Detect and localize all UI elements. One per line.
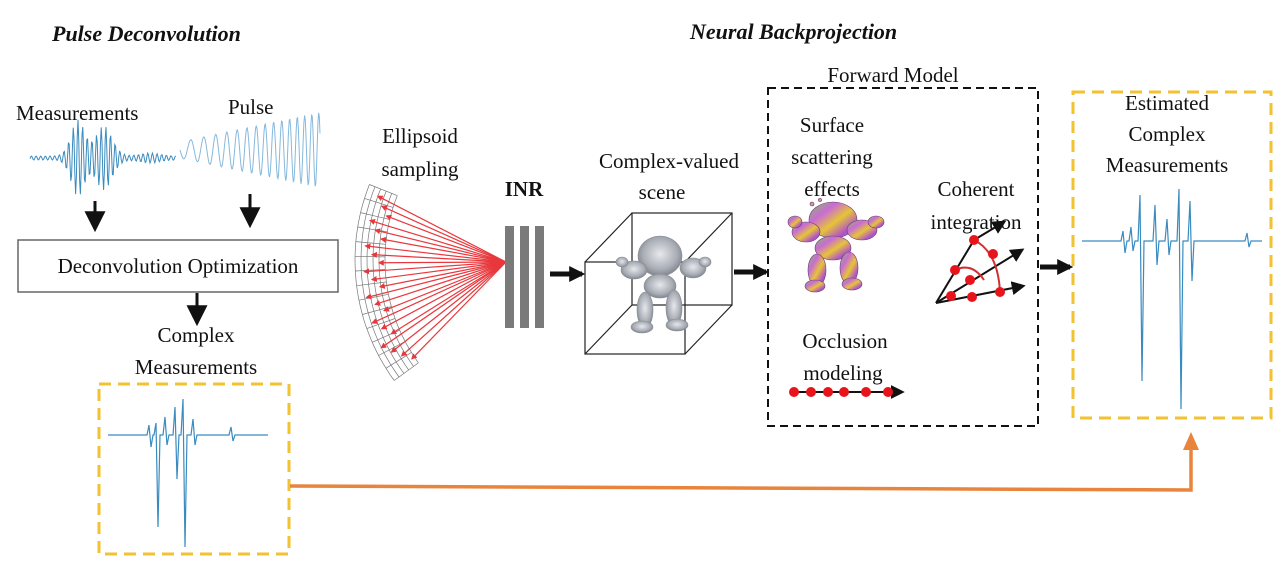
surface-scattering-label-line3: effects xyxy=(804,177,860,201)
sampling-ray xyxy=(371,261,507,324)
sampling-ray xyxy=(390,261,507,353)
sampling-ray xyxy=(370,261,507,282)
sampling-ray xyxy=(377,259,507,266)
ellipsoid-grid-spoke xyxy=(357,226,388,233)
occlusion-modeling-graphic xyxy=(789,385,905,399)
sampling-ray xyxy=(380,205,507,263)
sampling-ray xyxy=(374,228,507,263)
ellipsoid-grid-arc xyxy=(366,188,405,374)
sampling-ray xyxy=(411,261,507,360)
coherent-integration-graphic xyxy=(935,220,1026,304)
feedback-arrow-head xyxy=(1183,432,1199,450)
measurements-waveform xyxy=(29,119,177,195)
occlusion-modeling-label-line1: Occlusion xyxy=(802,329,888,353)
inr-layer-1 xyxy=(505,226,514,328)
sampling-ray xyxy=(400,261,507,357)
deconvolution-optimization-box xyxy=(17,239,339,293)
estimated-measurements-label-line3: Measurements xyxy=(1106,153,1228,177)
sampling-ray xyxy=(380,261,507,330)
sampling-ray xyxy=(380,261,507,349)
heading-pulse-deconvolution: Pulse Deconvolution xyxy=(51,21,241,46)
pulse-label: Pulse xyxy=(228,95,274,119)
ellipsoid-grid-spoke xyxy=(355,269,386,272)
sampling-ray xyxy=(364,243,507,263)
sampling-ray xyxy=(378,261,507,289)
estimated-measurements-waveform xyxy=(1082,188,1262,410)
occlusion-modeling-label-line2: modeling xyxy=(803,361,883,385)
sampling-ray xyxy=(374,261,507,306)
ellipsoid-grid-spoke xyxy=(354,255,386,258)
complex-measurements-label-line2: Measurements xyxy=(135,355,257,379)
complex-measurements-waveform xyxy=(108,398,268,548)
ellipsoid-grid-spoke xyxy=(378,341,406,356)
forward-model-dashed-box xyxy=(767,87,1039,427)
sampling-ray xyxy=(376,195,507,263)
estimated-measurements-label-line2: Complex xyxy=(1129,122,1206,146)
ellipsoid-sampling-grid xyxy=(354,184,419,381)
ellipsoid-sampling-label-line1: Ellipsoid xyxy=(382,124,458,148)
sampling-ray xyxy=(365,261,507,300)
coherent-integration-label-line1: Coherent xyxy=(938,177,1015,201)
surface-scattering-label-line1: Surface xyxy=(800,113,864,137)
sampling-ray xyxy=(363,261,507,275)
sampling-ray xyxy=(370,251,507,263)
scene-reconstruction-object xyxy=(615,235,712,334)
feedback-arrow xyxy=(289,448,1193,492)
pulse-waveform xyxy=(179,112,321,187)
scene-label-line1: Complex-valued xyxy=(599,149,739,173)
sampling-ray xyxy=(368,219,507,263)
inr-layer-2 xyxy=(520,226,529,328)
heading-neural-backprojection: Neural Backprojection xyxy=(689,19,897,44)
inr-layer-3 xyxy=(535,226,544,328)
inr-label: INR xyxy=(505,177,544,201)
estimated-measurements-label-line1: Estimated xyxy=(1125,91,1209,115)
complex-measurements-dashed-box xyxy=(97,382,291,556)
ellipsoid-sampling-rays xyxy=(363,195,507,360)
deconvolution-optimization-label: Deconvolution Optimization xyxy=(58,254,299,278)
ellipsoid-grid-spoke xyxy=(356,281,387,287)
ellipsoid-sampling-label-line2: sampling xyxy=(382,157,459,181)
sampling-ray xyxy=(380,236,507,263)
sampling-ray xyxy=(385,214,507,263)
ellipsoid-grid-spoke xyxy=(355,241,386,245)
surface-scattering-label-line2: scattering xyxy=(791,145,873,169)
ellipsoid-grid-spoke xyxy=(358,293,389,301)
complex-measurements-label-line1: Complex xyxy=(158,323,235,347)
ellipsoid-grid-spoke xyxy=(393,362,419,381)
ellipsoid-grid-spoke xyxy=(364,198,394,208)
estimated-measurements-dashed-box xyxy=(1071,90,1273,420)
sampling-ray xyxy=(390,261,507,335)
scene-label-line2: scene xyxy=(639,180,686,204)
surface-scattering-object xyxy=(787,198,885,293)
ellipsoid-grid-spoke xyxy=(360,212,390,220)
measurements-label: Measurements xyxy=(16,101,138,125)
ellipsoid-grid-spoke xyxy=(366,318,396,329)
coherent-integration-label-line2: integration xyxy=(931,210,1022,234)
sampling-ray xyxy=(382,261,507,312)
ellipsoid-grid-spoke xyxy=(369,184,398,196)
forward-model-label: Forward Model xyxy=(827,63,958,87)
